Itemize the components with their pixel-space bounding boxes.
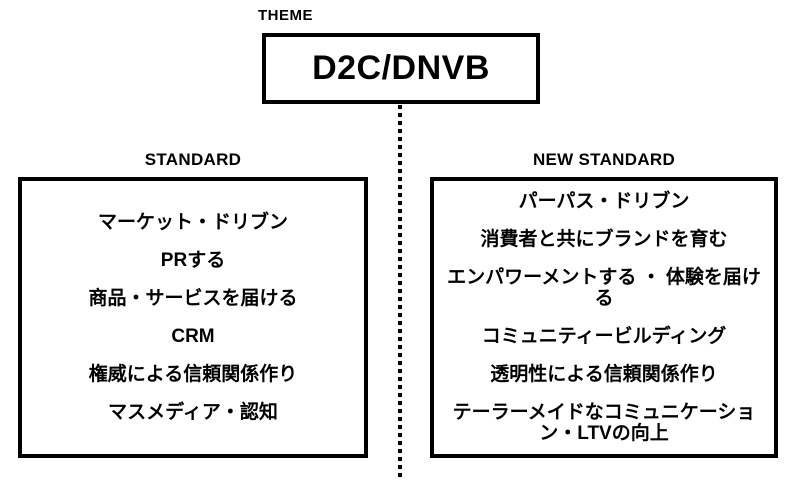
- theme-label: THEME: [258, 7, 313, 24]
- list-item: マーケット・ドリブン: [97, 212, 288, 233]
- standard-items-box: マーケット・ドリブン PRする商品・サービスを届ける CRM 権威による信頼関係作りマ…: [18, 177, 368, 458]
- list-item: コミュニティービルディング: [481, 326, 727, 347]
- new-standard-items-box: パーパス・ドリブン消費者と共にブランドを育むエンパワーメントする ・ 体験を届け…: [430, 177, 778, 458]
- list-item: 権威による信頼関係作り: [88, 364, 298, 385]
- list-item: テーラーメイドなコミュニケーション・LTVの向上: [452, 402, 756, 444]
- vertical-dotted-divider: [398, 105, 402, 480]
- theme-title: D2C/DNVB: [312, 49, 490, 87]
- list-item: PRする: [160, 250, 226, 271]
- list-item: 商品・サービスを届ける: [88, 288, 298, 309]
- theme-box: D2C/DNVB: [262, 33, 540, 104]
- new-standard-column-label: NEW STANDARD: [532, 150, 676, 169]
- standard-column-label: STANDARD: [144, 150, 242, 169]
- list-item: マスメディア・認知: [108, 402, 278, 423]
- list-item: 透明性による信頼関係作り: [490, 364, 718, 385]
- list-item: CRM: [171, 326, 215, 347]
- list-item: パーパス・ドリブン: [518, 191, 690, 212]
- list-item: エンパワーメントする ・ 体験を届ける: [447, 267, 761, 309]
- list-item: 消費者と共にブランドを育む: [480, 229, 728, 250]
